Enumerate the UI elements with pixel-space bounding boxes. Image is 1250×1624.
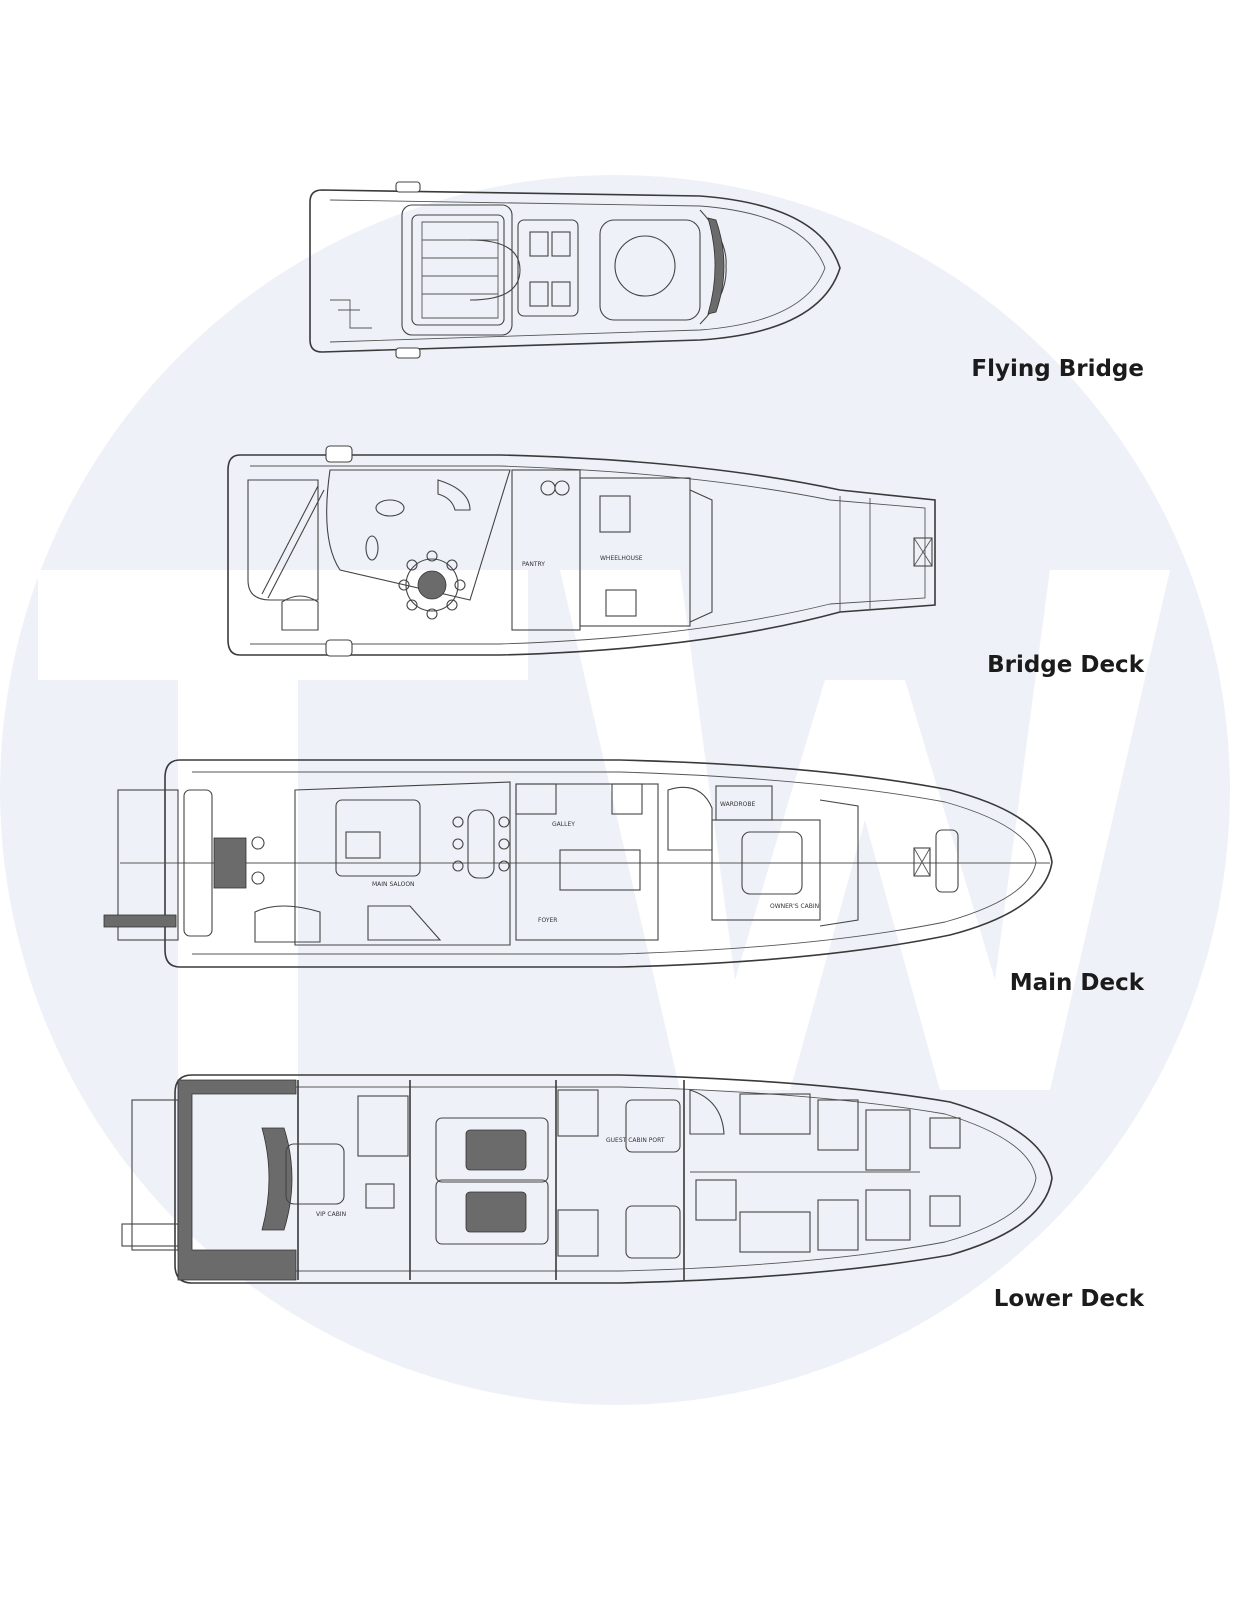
lower-deck-plan: VIP CABIN GUEST CABIN PORT — [121, 1074, 1053, 1284]
deck-label-bridge-deck: Bridge Deck — [987, 652, 1144, 678]
room-label-vip-cabin: VIP CABIN — [316, 1211, 346, 1218]
room-label-pantry: PANTRY — [522, 561, 545, 568]
deck-label-main-deck: Main Deck — [1009, 970, 1144, 996]
deck-label-flying-bridge: Flying Bridge — [971, 356, 1144, 382]
watermark-monogram — [38, 570, 1170, 1090]
deck-label-lower-deck: Lower Deck — [993, 1286, 1144, 1312]
room-label-wheelhouse: WHEELHOUSE — [600, 555, 643, 562]
flying-bridge-plan — [309, 181, 841, 359]
room-label-owners-cabin: OWNER'S CABIN — [770, 903, 819, 910]
room-label-galley: GALLEY — [552, 821, 575, 828]
room-label-main-saloon: MAIN SALOON — [372, 881, 415, 888]
room-label-guest-cabin-port: GUEST CABIN PORT — [606, 1137, 665, 1144]
room-label-wardrobe: WARDROBE — [720, 801, 756, 808]
room-label-foyer: FOYER — [538, 917, 557, 924]
main-deck-plan: MAIN SALOON GALLEY FOYER WARDROBE OWNER'… — [103, 759, 1053, 968]
bridge-deck-plan: PANTRY WHEELHOUSE — [227, 445, 936, 657]
